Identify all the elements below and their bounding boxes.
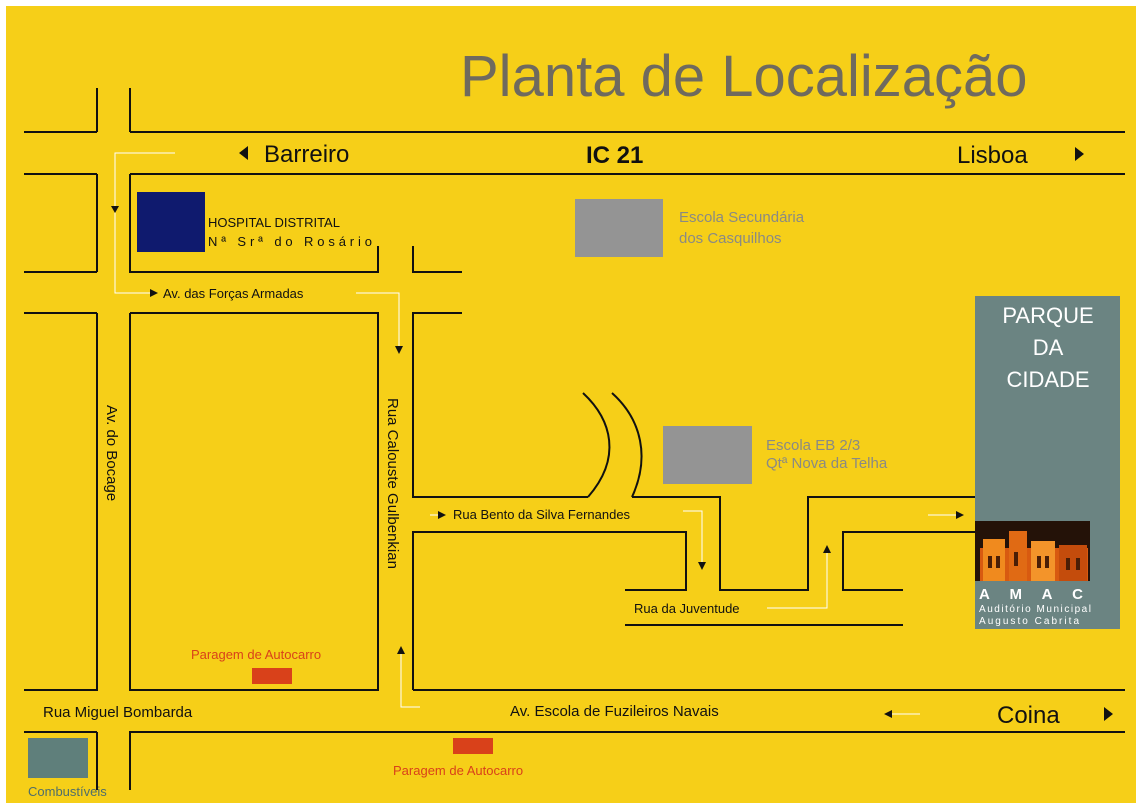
label-barreiro: Barreiro <box>264 141 349 168</box>
road-network <box>24 88 1125 790</box>
hospital-marker <box>137 192 205 252</box>
route-arrow-down-icon <box>111 206 119 213</box>
hospital-block <box>129 174 379 273</box>
lisboa-arrow-icon <box>1075 147 1084 161</box>
curved-path-right <box>611 392 643 498</box>
label-fuzileiros: Av. Escola de Fuzileiros Navais <box>510 703 719 720</box>
route-bento-turn <box>683 510 703 562</box>
parque-access <box>842 531 975 591</box>
escola-eb-line2: Qtª Nova da Telha <box>766 455 888 472</box>
route-arrow-up-icon <box>397 646 405 654</box>
parque-label-line1: PARQUE <box>1002 303 1093 328</box>
paragem-marker-1 <box>252 668 292 684</box>
route-arrow-right-icon <box>438 511 446 519</box>
paragem-marker-2 <box>453 738 493 754</box>
route-arrow-right-icon <box>956 511 964 519</box>
label-bocage: Av. do Bocage <box>103 405 120 501</box>
bombarda-bottom-edge <box>129 731 1125 790</box>
curved-path-left <box>582 392 611 498</box>
combustiveis-label: Combustíveis <box>28 784 107 799</box>
label-bento: Rua Bento da Silva Fernandes <box>453 507 631 522</box>
parque-label-line3: CIDADE <box>1006 367 1089 392</box>
route-arrow-right-icon <box>150 289 158 297</box>
escola-secundaria-marker <box>575 199 663 257</box>
bocage-left-lower <box>24 313 98 691</box>
label-gulbenkian: Rua Calouste Gulbenkian <box>384 398 401 569</box>
escola-eb-line1: Escola EB 2/3 <box>766 437 860 454</box>
label-lisboa: Lisboa <box>957 142 1028 169</box>
label-ic21: IC 21 <box>586 142 643 169</box>
map-area <box>6 6 1136 803</box>
route-gulbenkian-up <box>400 652 420 708</box>
hospital-label-line2: Nª Srª do Rosário <box>208 234 372 249</box>
escola-secundaria-line1: Escola Secundária <box>679 209 805 226</box>
barreiro-arrow-icon <box>239 146 248 160</box>
label-juventude: Rua da Juventude <box>634 601 740 616</box>
label-coina: Coina <box>997 702 1060 729</box>
escola-eb-marker <box>663 426 752 484</box>
route-arrow-down-icon <box>395 346 403 354</box>
route-arrow-up-icon <box>823 545 831 553</box>
label-bombarda: Rua Miguel Bombarda <box>43 704 193 721</box>
coina-arrow-icon <box>1104 707 1113 721</box>
escola-secundaria-line2: dos Casquilhos <box>679 230 782 247</box>
label-forcas-armadas: Av. das Forças Armadas <box>163 286 304 301</box>
paragem-label-2: Paragem de Autocarro <box>393 763 523 778</box>
route-hospital-down <box>114 152 175 294</box>
route-forcas-to-gulbenkian <box>356 292 400 348</box>
map-title: Planta de Localização <box>460 44 1028 109</box>
fuzileiros-top-edge <box>412 531 687 690</box>
parque-label-line2: DA <box>1033 335 1064 360</box>
auditorio-photo <box>975 521 1090 581</box>
auditorio-label-line2: Augusto Cabrita <box>979 616 1079 627</box>
route-juventude-up <box>767 553 828 609</box>
gulbenkian-stub-right <box>412 246 462 273</box>
route-arrow-left-icon <box>884 710 892 718</box>
combustiveis-marker <box>28 738 88 778</box>
gulbenkian-right-upper <box>412 312 588 498</box>
route-arrow-down-icon <box>698 562 706 570</box>
hospital-label-line1: HOSPITAL DISTRITAL <box>208 215 340 230</box>
central-block <box>129 312 379 691</box>
route-guides <box>114 152 958 715</box>
paragem-label-1: Paragem de Autocarro <box>191 647 321 662</box>
route-arrows <box>111 206 964 718</box>
bento-right-upper <box>632 496 975 591</box>
